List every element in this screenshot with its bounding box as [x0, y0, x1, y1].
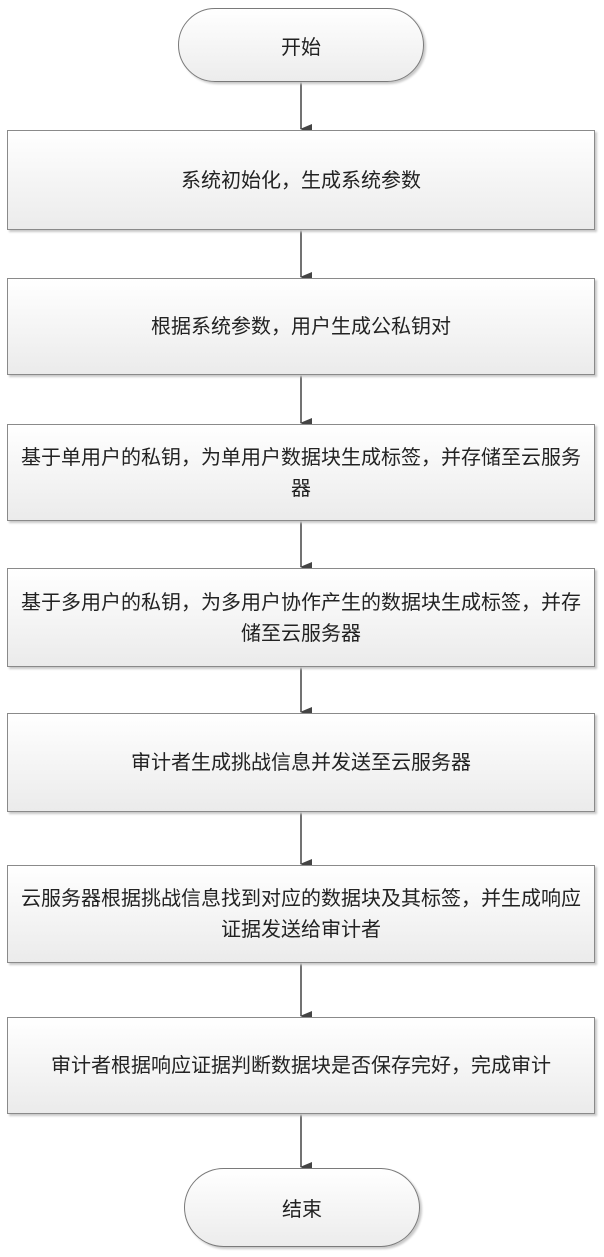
step-3: 基于单用户的私钥，为单用户数据块生成标签，并存储至云服务器	[7, 424, 595, 521]
start-label: 开始	[281, 31, 321, 60]
step-6: 云服务器根据挑战信息找到对应的数据块及其标签，并生成响应证据发送给审计者	[7, 865, 595, 963]
end-label: 结束	[282, 1193, 322, 1222]
step-5-label: 审计者生成挑战信息并发送至云服务器	[131, 747, 471, 778]
step-2-label: 根据系统参数，用户生成公私钥对	[151, 311, 451, 342]
step-4: 基于多用户的私钥，为多用户协作产生的数据块生成标签，并存储至云服务器	[7, 568, 595, 667]
step-4-label: 基于多用户的私钥，为多用户协作产生的数据块生成标签，并存储至云服务器	[12, 587, 590, 649]
step-1: 系统初始化，生成系统参数	[7, 130, 595, 230]
step-7-label: 审计者根据响应证据判断数据块是否保存完好，完成审计	[51, 1050, 551, 1081]
step-3-label: 基于单用户的私钥，为单用户数据块生成标签，并存储至云服务器	[12, 442, 590, 504]
step-6-label: 云服务器根据挑战信息找到对应的数据块及其标签，并生成响应证据发送给审计者	[12, 883, 590, 945]
step-1-label: 系统初始化，生成系统参数	[181, 165, 421, 196]
step-2: 根据系统参数，用户生成公私钥对	[7, 278, 595, 375]
start-terminal: 开始	[178, 8, 424, 82]
end-terminal: 结束	[184, 1168, 420, 1247]
step-7: 审计者根据响应证据判断数据块是否保存完好，完成审计	[7, 1017, 595, 1114]
step-5: 审计者生成挑战信息并发送至云服务器	[7, 713, 595, 812]
